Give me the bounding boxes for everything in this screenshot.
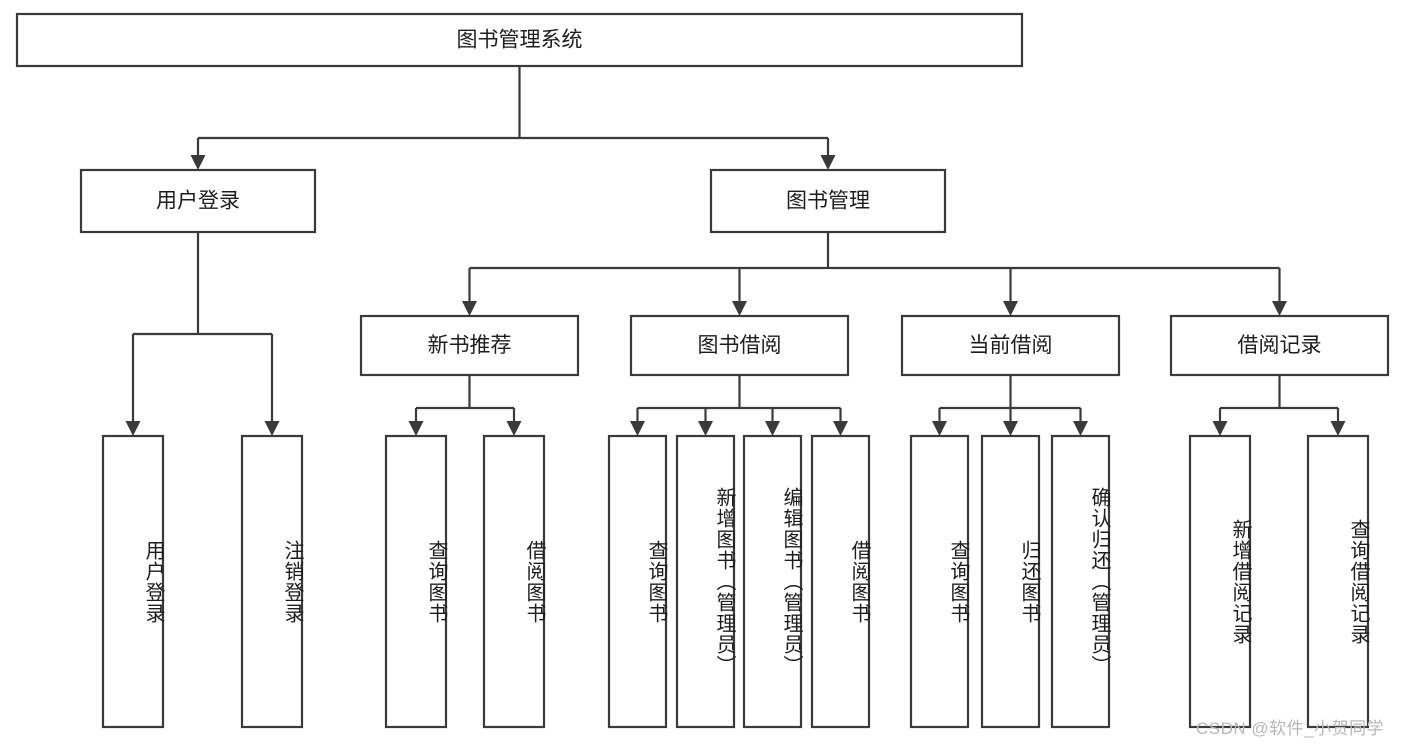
node-leaf-borrow-book[interactable]: [810, 434, 871, 729]
node-root[interactable]: [15, 12, 1024, 68]
edge-borrow-record-to-leaf-add-record-arrowhead-icon: [1212, 421, 1228, 436]
edge-current-borrow-to-leaf-return-book-arrowhead-icon: [1003, 421, 1018, 436]
node-label-current-borrow: 当前借阅: [969, 334, 1053, 357]
edge-book-manage-to-current-borrow-arrowhead-icon: [1003, 301, 1018, 316]
node-leaf-confirm-return[interactable]: [1050, 434, 1111, 729]
node-leaf-borrow-book-rec[interactable]: [482, 434, 546, 729]
edge-book-borrow-to-leaf-query-book-borrow-arrowhead-icon: [630, 421, 645, 436]
node-label-root: 图书管理系统: [457, 29, 583, 52]
edge-user-login-to-leaf-user-login-arrowhead-icon: [125, 421, 141, 436]
node-user-login[interactable]: [79, 168, 317, 234]
edge-new-book-recommend-to-leaf-borrow-book-rec-arrowhead-icon: [506, 421, 522, 436]
node-leaf-edit-book[interactable]: [742, 434, 803, 729]
edge-root-to-user-login-arrowhead-icon: [190, 155, 206, 170]
node-label-book-borrow: 图书借阅: [698, 334, 782, 357]
node-borrow-record[interactable]: [1169, 314, 1390, 377]
node-current-borrow[interactable]: [900, 314, 1121, 377]
node-leaf-query-book-borrow[interactable]: [607, 434, 668, 729]
edge-book-manage-to-book-borrow-arrowhead-icon: [732, 301, 747, 316]
node-label-book-manage: 图书管理: [786, 190, 870, 213]
node-leaf-add-book[interactable]: [675, 434, 736, 729]
edge-book-borrow-to-leaf-add-book-arrowhead-icon: [698, 421, 713, 436]
edge-user-login-to-leaf-logout-arrowhead-icon: [264, 421, 280, 436]
node-leaf-user-login[interactable]: [101, 434, 165, 729]
node-leaf-query-book-current[interactable]: [909, 434, 970, 729]
edge-book-manage-to-borrow-record-arrowhead-icon: [1272, 301, 1287, 316]
node-label-borrow-record: 借阅记录: [1238, 334, 1322, 357]
node-label-new-book-recommend: 新书推荐: [428, 334, 512, 357]
edge-new-book-recommend-to-leaf-query-book-rec-arrowhead-icon: [408, 421, 424, 436]
node-leaf-query-book-rec[interactable]: [384, 434, 448, 729]
edge-borrow-record-to-leaf-query-record-arrowhead-icon: [1330, 421, 1346, 436]
node-label-user-login: 用户登录: [156, 190, 240, 213]
node-leaf-add-record[interactable]: [1188, 434, 1252, 729]
edge-book-borrow-to-leaf-edit-book-arrowhead-icon: [765, 421, 780, 436]
csdn-watermark: CSDN @软件_小贺同学: [1196, 719, 1385, 738]
node-book-manage[interactable]: [709, 168, 947, 234]
node-book-borrow[interactable]: [629, 314, 850, 377]
connector-layer: [125, 66, 1346, 436]
node-box-layer: [15, 12, 1390, 729]
edge-root-to-book-manage-arrowhead-icon: [820, 155, 836, 170]
node-new-book-recommend[interactable]: [359, 314, 580, 377]
edge-current-borrow-to-leaf-query-book-current-arrowhead-icon: [932, 421, 947, 436]
edge-current-borrow-to-leaf-confirm-return-arrowhead-icon: [1073, 421, 1088, 436]
edge-book-manage-to-new-book-recommend-arrowhead-icon: [462, 301, 477, 316]
node-leaf-logout[interactable]: [240, 434, 304, 729]
edge-book-borrow-to-leaf-borrow-book-arrowhead-icon: [833, 421, 848, 436]
node-leaf-return-book[interactable]: [980, 434, 1041, 729]
node-leaf-query-record[interactable]: [1306, 434, 1370, 729]
